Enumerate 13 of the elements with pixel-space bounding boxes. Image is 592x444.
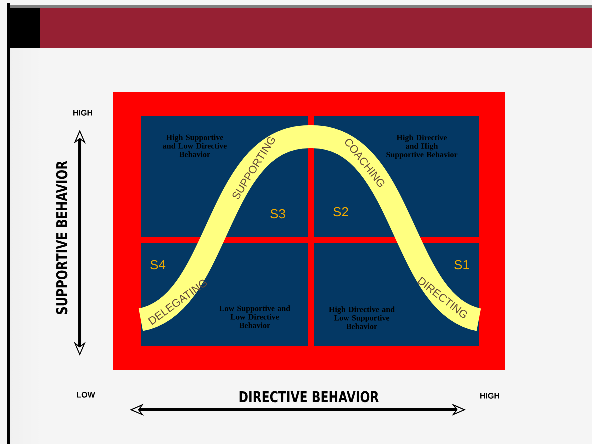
quadrant-description: High Directive and High Supportive Behavior	[386, 134, 458, 160]
stage-label: S3	[270, 209, 286, 219]
level-label: HIGH	[74, 110, 92, 116]
level-label: LOW	[77, 392, 96, 398]
stage-label: S4	[150, 260, 166, 270]
axis-title: SUPPORTIVE BEHAVIOR	[56, 161, 68, 314]
stage-label: S2	[334, 207, 348, 217]
level-label: HIGH	[480, 393, 500, 399]
stage-label: S1	[454, 260, 470, 270]
quadrant-description: High Directive and Low Supportive Behavior	[329, 306, 395, 330]
quadrant-description: High Supportive and Low Directive Behavior	[163, 134, 227, 158]
axis-title: DIRECTIVE BEHAVIOR	[240, 391, 379, 403]
quadrant-description: Low Supportive and Low Directive Behavior	[220, 306, 290, 328]
